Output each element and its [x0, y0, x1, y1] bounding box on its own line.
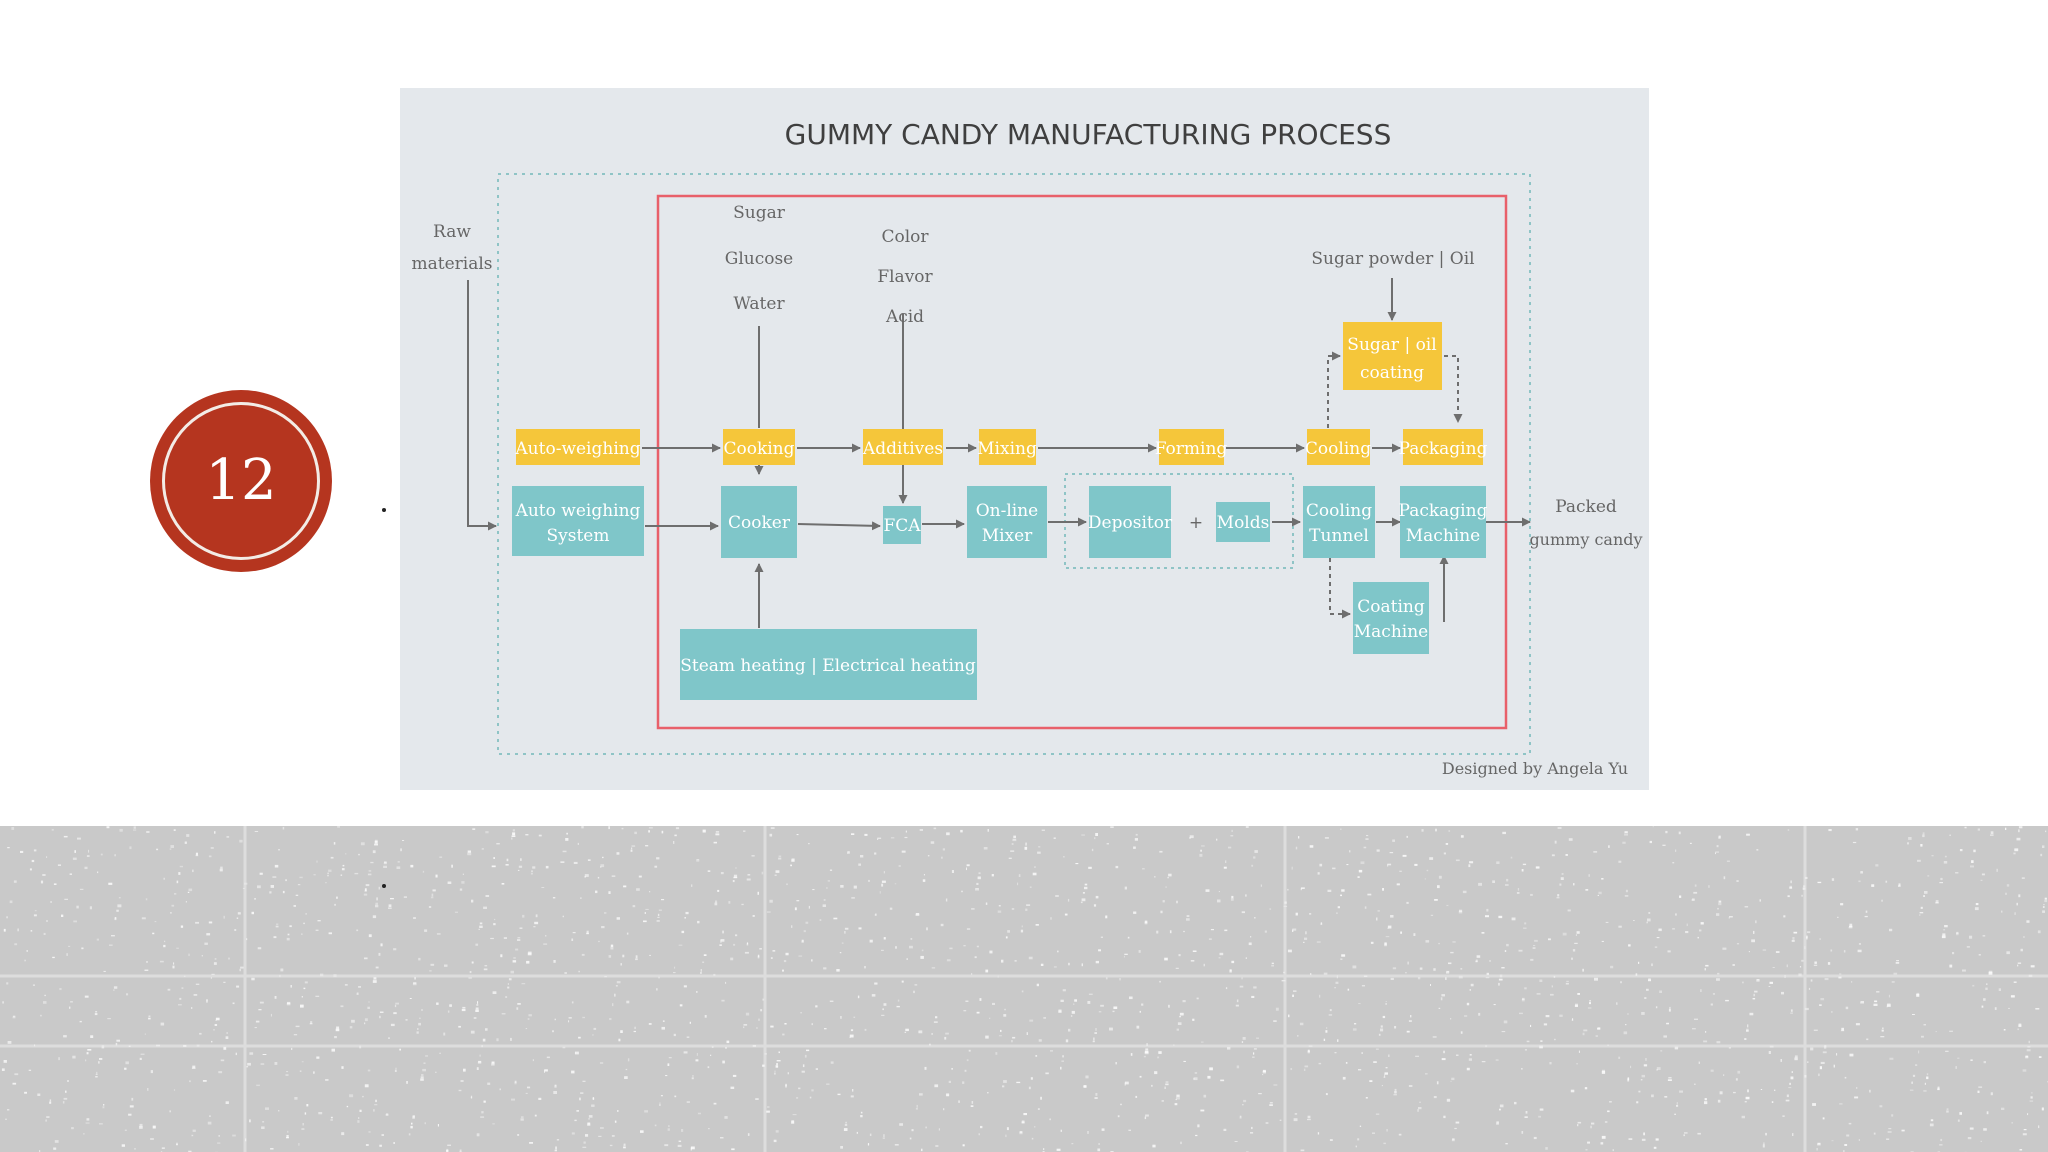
machine-cooker — [721, 486, 797, 558]
outer-dotted-boundary — [497, 173, 1531, 755]
step-cooling — [1307, 429, 1370, 465]
input-raw-line1: Raw — [433, 222, 471, 242]
machine-depositor — [1089, 486, 1171, 558]
diagram-title: GUMMY CANDY MANUFACTURING PROCESS — [785, 118, 1392, 151]
dashed-arrow-cooling-to-coating — [1327, 351, 1341, 428]
step-sugar-oil-coating — [1343, 322, 1442, 390]
machine-auto-weighing-label-line2: System — [547, 526, 610, 546]
step-cooking-label: Cooking — [723, 439, 794, 459]
machine-packaging-label-line1: Packaging — [1399, 501, 1488, 521]
machine-fca-label: FCA — [883, 516, 921, 536]
step-cooking — [723, 429, 795, 465]
machine-cooling-tunnel — [1303, 486, 1375, 558]
output-line1: Packed — [1555, 497, 1617, 517]
step-forming-label: Forming — [1155, 439, 1228, 459]
input-coating: Sugar powder | Oil — [1311, 249, 1474, 269]
step-coating-label-line2: coating — [1360, 363, 1424, 383]
machine-coating-label-line2: Machine — [1354, 622, 1428, 642]
machines: Auto weighing System Cooker FCA On-line … — [512, 486, 1488, 700]
machine-mixer-label-line2: Mixer — [982, 526, 1033, 546]
step-auto-weighing-label: Auto-weighing — [514, 439, 640, 459]
inner-red-boundary — [656, 194, 1508, 730]
machine-auto-weighing-system — [512, 486, 644, 556]
input-acid: Acid — [885, 307, 924, 327]
step-packaging-label: Packaging — [1399, 439, 1488, 459]
process-steps: Auto-weighing Cooking Additives Mixing F… — [514, 322, 1488, 465]
machine-cooling-tunnel-label-line2: Tunnel — [1309, 526, 1369, 546]
input-color: Color — [881, 227, 929, 247]
input-raw-line2: materials — [411, 254, 492, 274]
input-sugar: Sugar — [733, 203, 786, 223]
bullet-point — [382, 508, 386, 512]
step-cooling-label: Cooling — [1305, 439, 1371, 459]
machine-coating — [1353, 582, 1429, 654]
dashed-arrow-coating-to-packaging — [1444, 355, 1463, 423]
designer-credit: Designed by Angela Yu — [1442, 759, 1628, 778]
process-diagram: GUMMY CANDY MANUFACTURING PROCESS Design… — [400, 88, 1649, 790]
textured-background-band — [0, 826, 2048, 1152]
bullet-point — [382, 884, 386, 888]
machine-heating — [680, 629, 977, 700]
input-labels: Raw materials Sugar Glucose Water Color … — [411, 203, 1642, 549]
step-packaging — [1403, 429, 1483, 465]
plus-sign: + — [1189, 513, 1203, 533]
input-flavor: Flavor — [877, 267, 933, 287]
machine-online-mixer — [967, 486, 1047, 558]
step-auto-weighing — [516, 429, 640, 465]
connectors — [467, 278, 1531, 628]
arrow-raw-to-system — [467, 280, 497, 531]
step-mixing-label: Mixing — [977, 439, 1037, 459]
machine-molds — [1216, 502, 1270, 542]
slide-number-ring — [162, 402, 320, 560]
machine-packaging — [1400, 486, 1486, 558]
machine-packaging-label-line2: Machine — [1406, 526, 1480, 546]
slide-number: 12 — [205, 448, 277, 513]
step-additives — [863, 429, 943, 465]
step-additives-label: Additives — [862, 439, 943, 459]
step-forming — [1159, 429, 1224, 465]
machine-molds-label: Molds — [1217, 513, 1270, 533]
step-coating-label-line1: Sugar | oil — [1347, 335, 1436, 355]
machine-mixer-label-line1: On-line — [976, 501, 1039, 521]
step-mixing — [979, 429, 1036, 465]
arrow-cooker-to-fca — [797, 521, 881, 531]
machine-cooling-tunnel-label-line1: Cooling — [1306, 501, 1372, 521]
machine-cooker-label: Cooker — [728, 513, 791, 533]
input-glucose: Glucose — [725, 249, 794, 269]
dashed-arrow-tunnel-to-coating-machine — [1329, 558, 1351, 619]
machine-coating-label-line1: Coating — [1357, 597, 1425, 617]
machine-depositor-label: Depositor — [1088, 513, 1173, 533]
slide-number-badge: 12 — [150, 390, 332, 572]
machine-auto-weighing-label-line1: Auto weighing — [515, 501, 641, 521]
machine-heating-label: Steam heating | Electrical heating — [680, 656, 976, 676]
input-water: Water — [733, 294, 785, 314]
output-line2: gummy candy — [1529, 530, 1642, 549]
dashed-connectors — [1327, 351, 1463, 619]
machine-fca — [883, 506, 921, 544]
